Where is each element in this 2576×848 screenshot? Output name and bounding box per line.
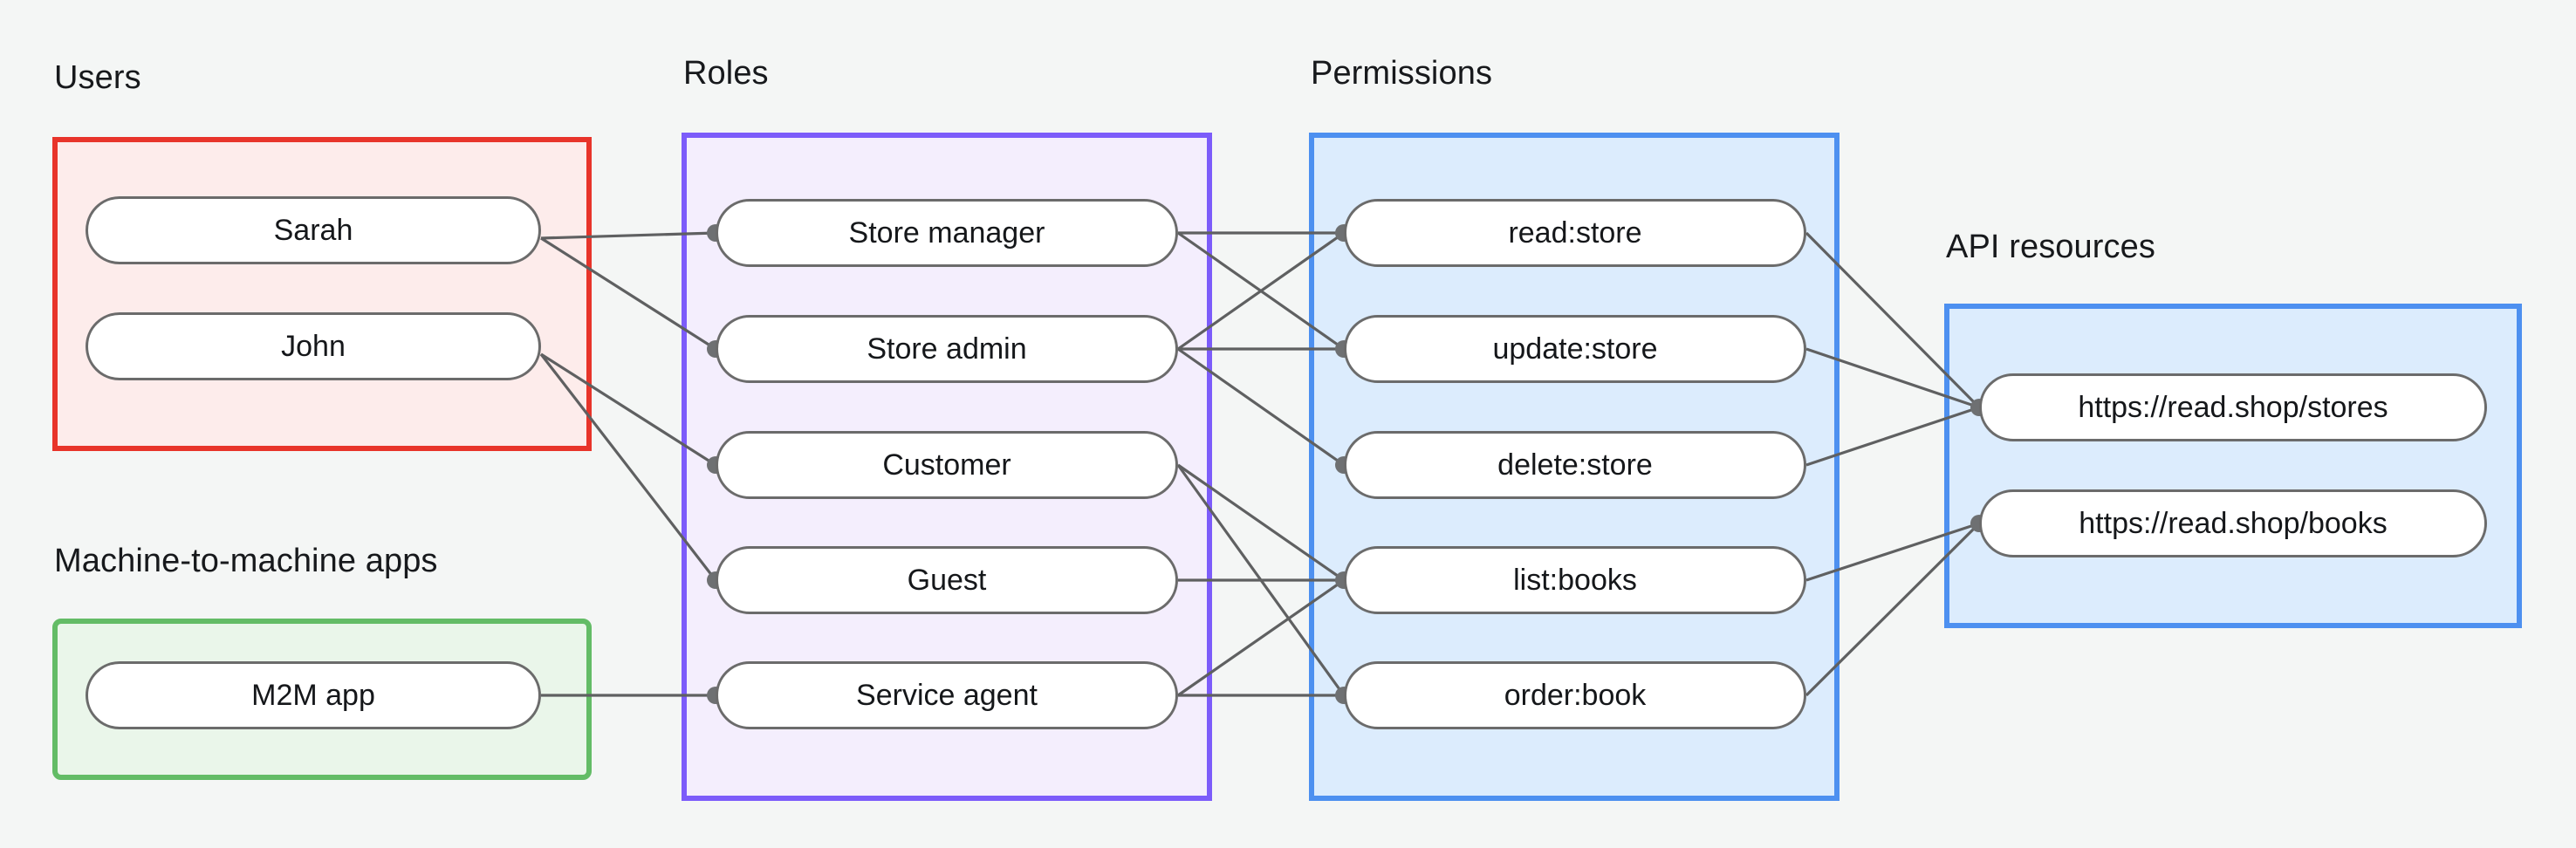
node-permission-read-store[interactable]: read:store (1344, 199, 1806, 267)
group-label-m2m: Machine-to-machine apps (54, 543, 438, 579)
node-role-guest[interactable]: Guest (716, 546, 1178, 614)
node-api-resource-stores[interactable]: https://read.shop/stores (1979, 373, 2487, 441)
node-api-resource-books[interactable]: https://read.shop/books (1979, 489, 2487, 557)
node-role-service-agent[interactable]: Service agent (716, 661, 1178, 729)
group-box-api-resources (1944, 304, 2522, 628)
node-user-john[interactable]: John (86, 312, 541, 380)
group-label-api: API resources (1946, 229, 2155, 265)
group-label-permissions: Permissions (1311, 55, 1493, 92)
group-label-roles: Roles (683, 55, 769, 92)
node-m2m-app[interactable]: M2M app (86, 661, 541, 729)
node-role-customer[interactable]: Customer (716, 431, 1178, 499)
node-permission-delete-store[interactable]: delete:store (1344, 431, 1806, 499)
group-box-users (52, 137, 592, 451)
node-role-store-admin[interactable]: Store admin (716, 315, 1178, 383)
node-permission-order-book[interactable]: order:book (1344, 661, 1806, 729)
node-permission-list-books[interactable]: list:books (1344, 546, 1806, 614)
node-user-sarah[interactable]: Sarah (86, 196, 541, 264)
node-role-store-manager[interactable]: Store manager (716, 199, 1178, 267)
group-label-users: Users (54, 59, 141, 96)
node-permission-update-store[interactable]: update:store (1344, 315, 1806, 383)
